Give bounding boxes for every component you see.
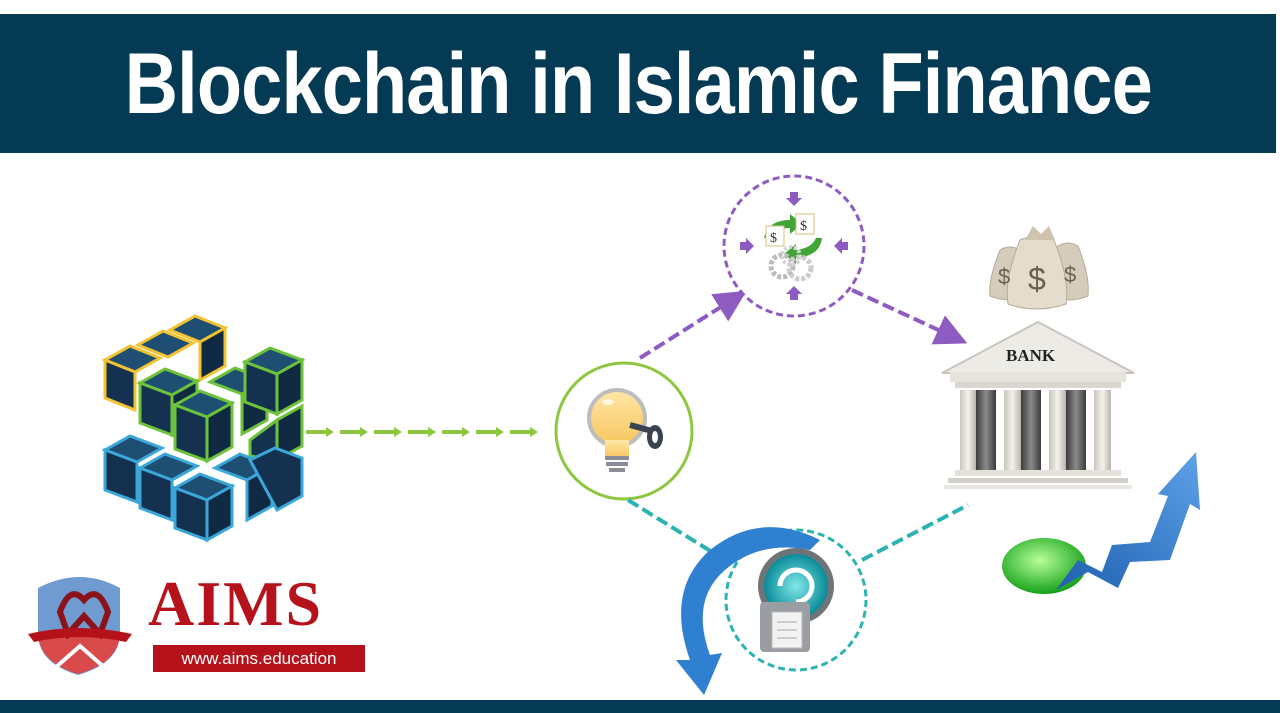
refresh-folder-icon	[676, 527, 868, 695]
lightbulb-key-icon	[554, 361, 694, 501]
currency-exchange-gears-icon: $ $	[722, 174, 866, 318]
money-bags-icon: $ $ $	[989, 226, 1089, 310]
growth-arrow-icon	[1002, 452, 1200, 594]
svg-text:$: $	[998, 264, 1010, 289]
svg-text:$: $	[1064, 262, 1076, 287]
brand-name: AIMS	[148, 568, 324, 639]
brand-url[interactable]: www.aims.education	[153, 645, 365, 672]
title-banner: Blockchain in Islamic Finance	[0, 14, 1276, 153]
page-title: Blockchain in Islamic Finance	[124, 35, 1152, 132]
aims-crest-icon	[28, 577, 132, 675]
bank-building-icon	[941, 320, 1135, 489]
svg-text:$: $	[800, 219, 807, 234]
svg-text:$: $	[1028, 261, 1046, 297]
footer-bar	[0, 700, 1280, 713]
green-arrow-connector	[306, 427, 538, 437]
purple-arrow-connector	[638, 288, 968, 360]
bank-label: BANK	[1006, 346, 1056, 365]
svg-text:$: $	[770, 231, 777, 246]
teal-arrow-connector	[626, 498, 969, 562]
blockchain-cubes-icon	[101, 314, 306, 543]
